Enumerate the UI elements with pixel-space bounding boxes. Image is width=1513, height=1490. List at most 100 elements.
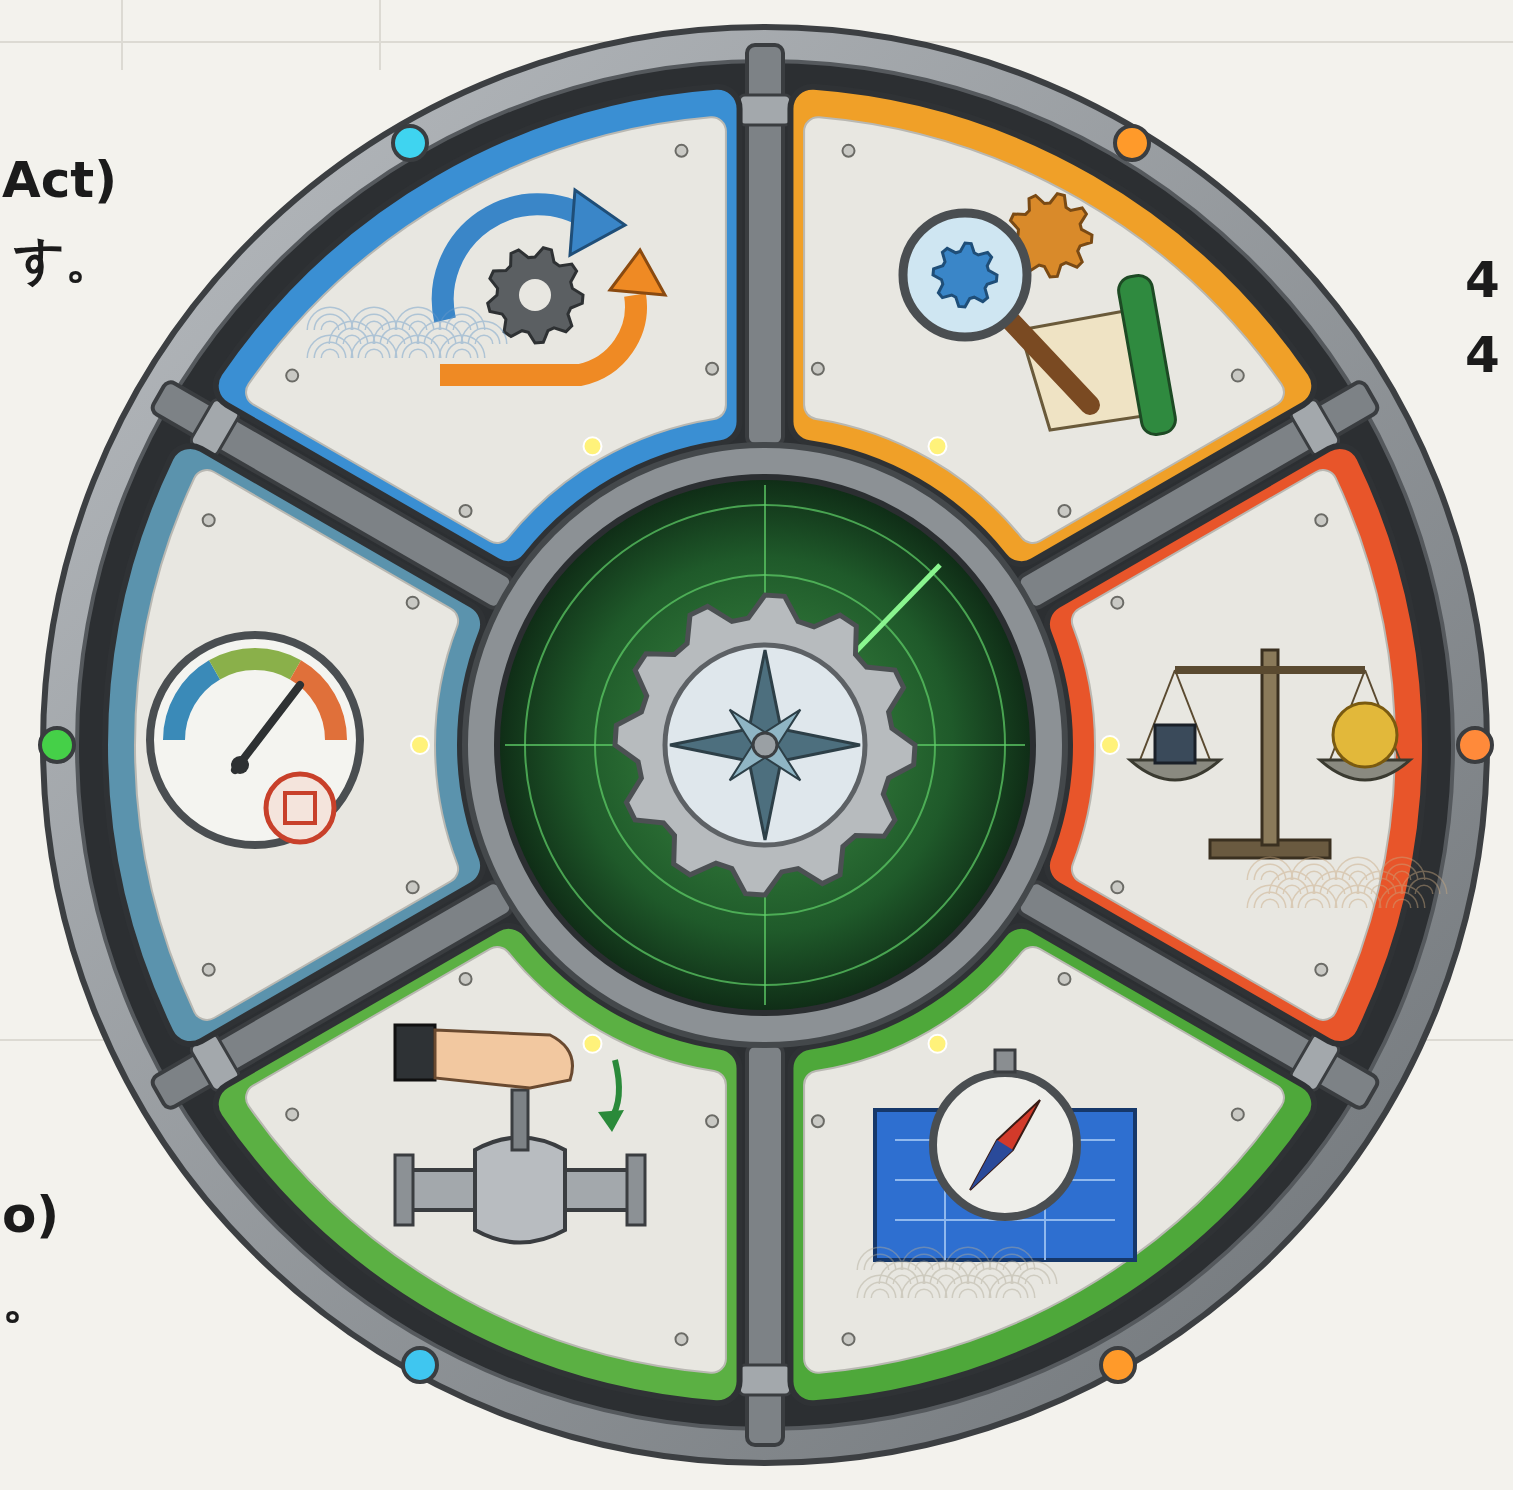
wave-arc (439, 334, 486, 358)
wave-arc (871, 1289, 890, 1299)
arrow-head (610, 250, 665, 295)
hand (435, 1030, 573, 1088)
wave-arc (1305, 899, 1324, 909)
wave-arc (945, 1246, 992, 1270)
wave-arc (1269, 870, 1316, 894)
side-text: 4 (1465, 250, 1500, 310)
gear-hole (519, 279, 551, 311)
wave-arc (358, 342, 391, 359)
wave-arc (409, 349, 428, 359)
wave-arc (989, 1246, 1036, 1270)
wave-arc (1357, 870, 1404, 894)
wave-arc (358, 314, 391, 331)
wave-arc (1364, 878, 1397, 895)
wave-arc (1386, 864, 1419, 881)
wave-arc (996, 1254, 1029, 1271)
gauge-band (163, 660, 220, 740)
wave-arc (937, 1275, 956, 1285)
wave-arc (343, 335, 362, 345)
outer-ring (43, 27, 1487, 1463)
screw (1058, 973, 1070, 985)
compass-face (665, 645, 865, 845)
wave-arc (864, 1254, 897, 1271)
wave-arc (915, 1261, 934, 1271)
wave-arc (945, 1274, 992, 1298)
arrow-head (570, 190, 625, 255)
wave-arc (1247, 884, 1294, 908)
screw (675, 145, 687, 157)
wave-arc (446, 342, 479, 359)
wave-arc (307, 334, 354, 358)
wave-arc (1371, 885, 1390, 895)
pipe-joint (739, 95, 791, 125)
wave-arc (871, 1261, 890, 1271)
screw (203, 964, 215, 976)
gold-weight (1333, 703, 1397, 767)
led-light (393, 126, 427, 160)
led-light (403, 1348, 437, 1382)
sectors (105, 87, 1425, 1403)
wave-arc (1313, 870, 1360, 894)
wave-arc (1342, 892, 1375, 909)
screw (1111, 881, 1123, 893)
indicator-dot (584, 437, 602, 455)
wave-arc (893, 1275, 912, 1285)
screw (1111, 597, 1123, 609)
magnifier-lens (903, 213, 1027, 337)
wave-arc (1276, 878, 1309, 895)
wheel (43, 27, 1487, 1463)
wave-arc (915, 1289, 934, 1299)
wave-arc (1261, 899, 1280, 909)
gauge-band (209, 648, 301, 679)
screw (1232, 370, 1244, 382)
wave-arc (1298, 892, 1331, 909)
wave-arc (453, 321, 472, 331)
wave-arc (1291, 856, 1338, 880)
wave-arc (1320, 878, 1353, 895)
wave-arc (475, 335, 494, 345)
wave-arc (930, 1268, 963, 1285)
sector-frame (105, 446, 483, 1044)
indicator-dot (929, 1035, 947, 1053)
side-text: Act) (2, 150, 117, 210)
flange (627, 1155, 645, 1225)
screw (203, 514, 215, 526)
indicator-dot (1101, 736, 1119, 754)
wave-arc (417, 320, 464, 344)
gauge-face (150, 635, 360, 845)
grid-line (379, 0, 381, 70)
wave-arc (468, 328, 501, 345)
screw (286, 370, 298, 382)
sleeve (395, 1025, 435, 1080)
side-text: o) (2, 1185, 59, 1245)
wave-arc (336, 328, 369, 345)
indicator-dot (584, 1035, 602, 1053)
led-light (1115, 126, 1149, 160)
wave-arc (351, 334, 398, 358)
wave-pattern (857, 1246, 1058, 1298)
wave-arc (864, 1282, 897, 1299)
gauge-pin (231, 756, 249, 774)
wave-arc (996, 1282, 1029, 1299)
wave-arc (1011, 1260, 1058, 1284)
wave-arc (373, 320, 420, 344)
led-light (1101, 1348, 1135, 1382)
magnifier-handle (1010, 320, 1090, 405)
screw (1232, 1108, 1244, 1120)
led-light (40, 728, 74, 762)
screw (286, 1108, 298, 1120)
compass-needle (970, 1100, 1040, 1190)
wave-arc (1261, 871, 1280, 881)
wave-arc (959, 1261, 978, 1271)
wave-arc (395, 306, 442, 330)
wave-arc (402, 342, 435, 359)
wave-arc (1283, 885, 1302, 895)
sector-panel (135, 470, 458, 1020)
wave-arc (981, 1275, 1000, 1285)
wave-arc (387, 335, 406, 345)
wave-arc (1408, 878, 1441, 895)
wave-arc (886, 1268, 919, 1285)
wave-arc (989, 1274, 1036, 1298)
wave-arc (1379, 884, 1426, 908)
